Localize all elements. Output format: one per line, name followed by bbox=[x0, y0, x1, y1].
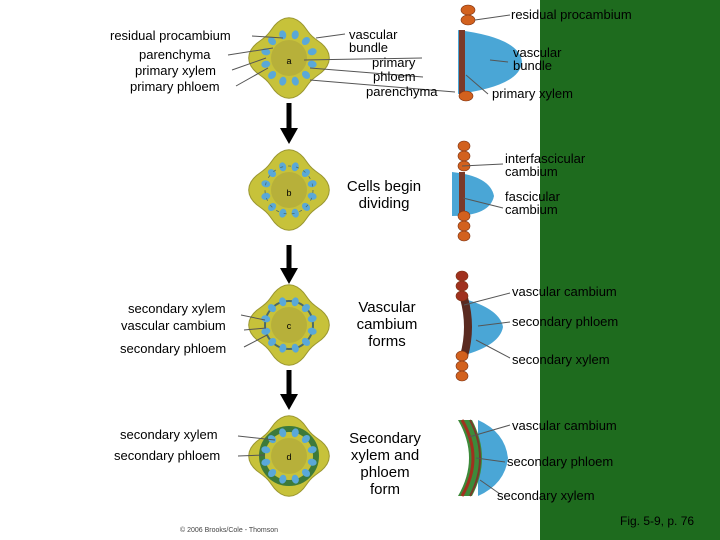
procambium-cell-strands bbox=[455, 4, 476, 382]
label-b-cambium-2: cambium bbox=[505, 202, 558, 217]
caption-d-line-4: form bbox=[370, 481, 400, 498]
caption-c-line-2: cambium bbox=[356, 316, 418, 333]
label-a-residual-procambium: residual procambium bbox=[110, 28, 231, 43]
caption-d-line-2: xylem and bbox=[350, 447, 420, 464]
arrow-3 bbox=[280, 370, 298, 410]
label-a-phloem: phloem bbox=[373, 69, 416, 84]
label-a-bundle-right: bundle bbox=[513, 58, 553, 73]
label-c-secondary-xylem-right: secondary xylem bbox=[512, 352, 610, 367]
caption-c-line-1: Vascular bbox=[358, 299, 416, 316]
figure-reference: Fig. 5-9, p. 76 bbox=[620, 514, 695, 528]
label-b-interfascicular: interfascicular bbox=[505, 151, 586, 166]
bundle-detail-d bbox=[458, 419, 508, 497]
arrow-2 bbox=[280, 245, 298, 284]
label-a-primary-xylem-right: primary xylem bbox=[492, 86, 573, 101]
label-a-vascular-right: vascular bbox=[513, 45, 562, 60]
caption-b-line-1: Cells begin bbox=[346, 178, 422, 195]
label-d-secondary-phloem: secondary phloem bbox=[114, 448, 221, 463]
caption-d-line-3: phloem bbox=[360, 464, 410, 481]
bundle-detail-b bbox=[452, 172, 494, 216]
label-a-bundle: bundle bbox=[349, 40, 389, 55]
label-d-secondary-xylem-right: secondary xylem bbox=[497, 488, 595, 503]
stage-letter-c: c bbox=[286, 321, 292, 331]
label-a-vascular: vascular bbox=[349, 27, 398, 42]
stem-section-a bbox=[248, 17, 330, 99]
label-c-vascular-cambium: vascular cambium bbox=[121, 318, 226, 333]
label-b-cambium-1: cambium bbox=[505, 164, 558, 179]
caption-b-line-2: dividing bbox=[358, 195, 410, 212]
label-d-secondary-phloem-right: secondary phloem bbox=[507, 454, 614, 469]
label-d-secondary-xylem: secondary xylem bbox=[120, 427, 218, 442]
label-c-secondary-phloem: secondary phloem bbox=[120, 341, 227, 356]
caption-d-line-1: Secondary bbox=[349, 430, 421, 447]
label-c-vascular-cambium-right: vascular cambium bbox=[512, 284, 617, 299]
credit-line: © 2006 Brooks/Cole - Thomson bbox=[180, 527, 279, 534]
stage-letter-a: a bbox=[286, 56, 292, 66]
label-a-parenchyma-mid: parenchyma bbox=[366, 84, 438, 99]
leader-lines bbox=[227, 14, 511, 495]
label-top-residual-procambium: residual procambium bbox=[511, 7, 632, 22]
bundle-detail-a bbox=[458, 30, 522, 94]
label-b-fascicular: fascicular bbox=[505, 189, 560, 204]
stage-letter-b: b bbox=[286, 188, 292, 198]
label-a-primary-phloem: primary phloem bbox=[130, 79, 220, 94]
arrow-1 bbox=[280, 103, 298, 144]
label-c-secondary-phloem-right: secondary phloem bbox=[512, 314, 619, 329]
label-a-primary: primary bbox=[372, 55, 416, 70]
stage-letter-d: d bbox=[286, 452, 292, 462]
caption-c-line-3: forms bbox=[368, 333, 406, 350]
label-a-primary-xylem: primary xylem bbox=[135, 63, 216, 78]
stem-section-b bbox=[248, 149, 330, 231]
label-c-secondary-xylem: secondary xylem bbox=[128, 301, 226, 316]
stem-section-c bbox=[248, 284, 330, 366]
label-d-vascular-cambium-right: vascular cambium bbox=[512, 418, 617, 433]
label-a-parenchyma: parenchyma bbox=[139, 47, 211, 62]
